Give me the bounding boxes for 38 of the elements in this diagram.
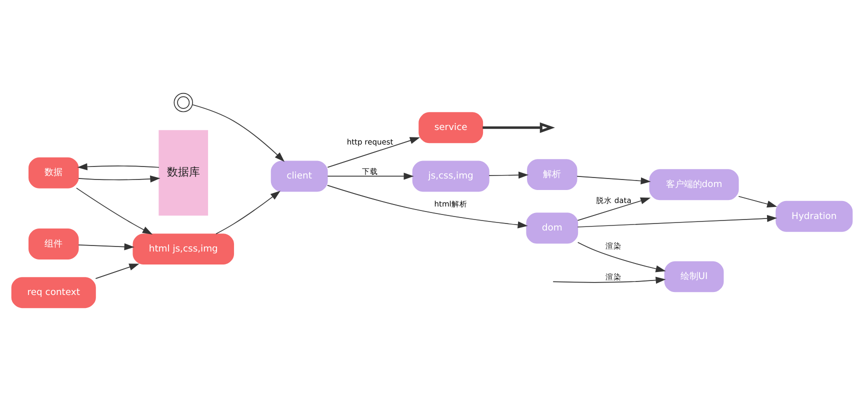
arrow [577,241,666,272]
node-box: js,css,img [412,160,490,192]
edge-label: 渲染 [606,272,622,281]
node-box: req context [11,276,96,308]
edge-label: 脱水 data [596,196,632,205]
arrow [95,263,140,278]
arrow [76,187,153,234]
arrow [78,174,160,182]
edge-label: 下载 [362,166,378,176]
node-box: 解析 [527,158,578,190]
arrow [192,104,285,162]
node-box: Hydration [776,200,853,232]
node-box: html js,css,img [132,233,234,264]
edge-label: http request [346,137,394,146]
edge-label: 渲染 [606,240,622,250]
arrow [577,214,778,227]
arrow [327,172,414,180]
arrow [216,190,280,234]
node-box: 数据库 [158,130,208,216]
node-box: dom [526,212,578,244]
node-box: 组件 [28,228,79,260]
arrow [326,184,528,228]
arrow [327,136,420,168]
arrow [576,175,651,184]
arrow [77,162,160,170]
edge-label: html解析 [434,199,468,208]
node-person [174,92,193,112]
arrow [482,122,555,132]
arrow [552,276,666,284]
arrow [577,196,651,220]
node-box: service [418,112,484,143]
arrow [738,195,778,207]
node-box: 绘制UI [664,260,724,292]
node-box: 数据 [28,156,79,188]
node-box: client [270,160,328,192]
arrow [78,242,134,250]
arrow [488,171,529,178]
node-box: 客户端的dom [649,168,739,200]
